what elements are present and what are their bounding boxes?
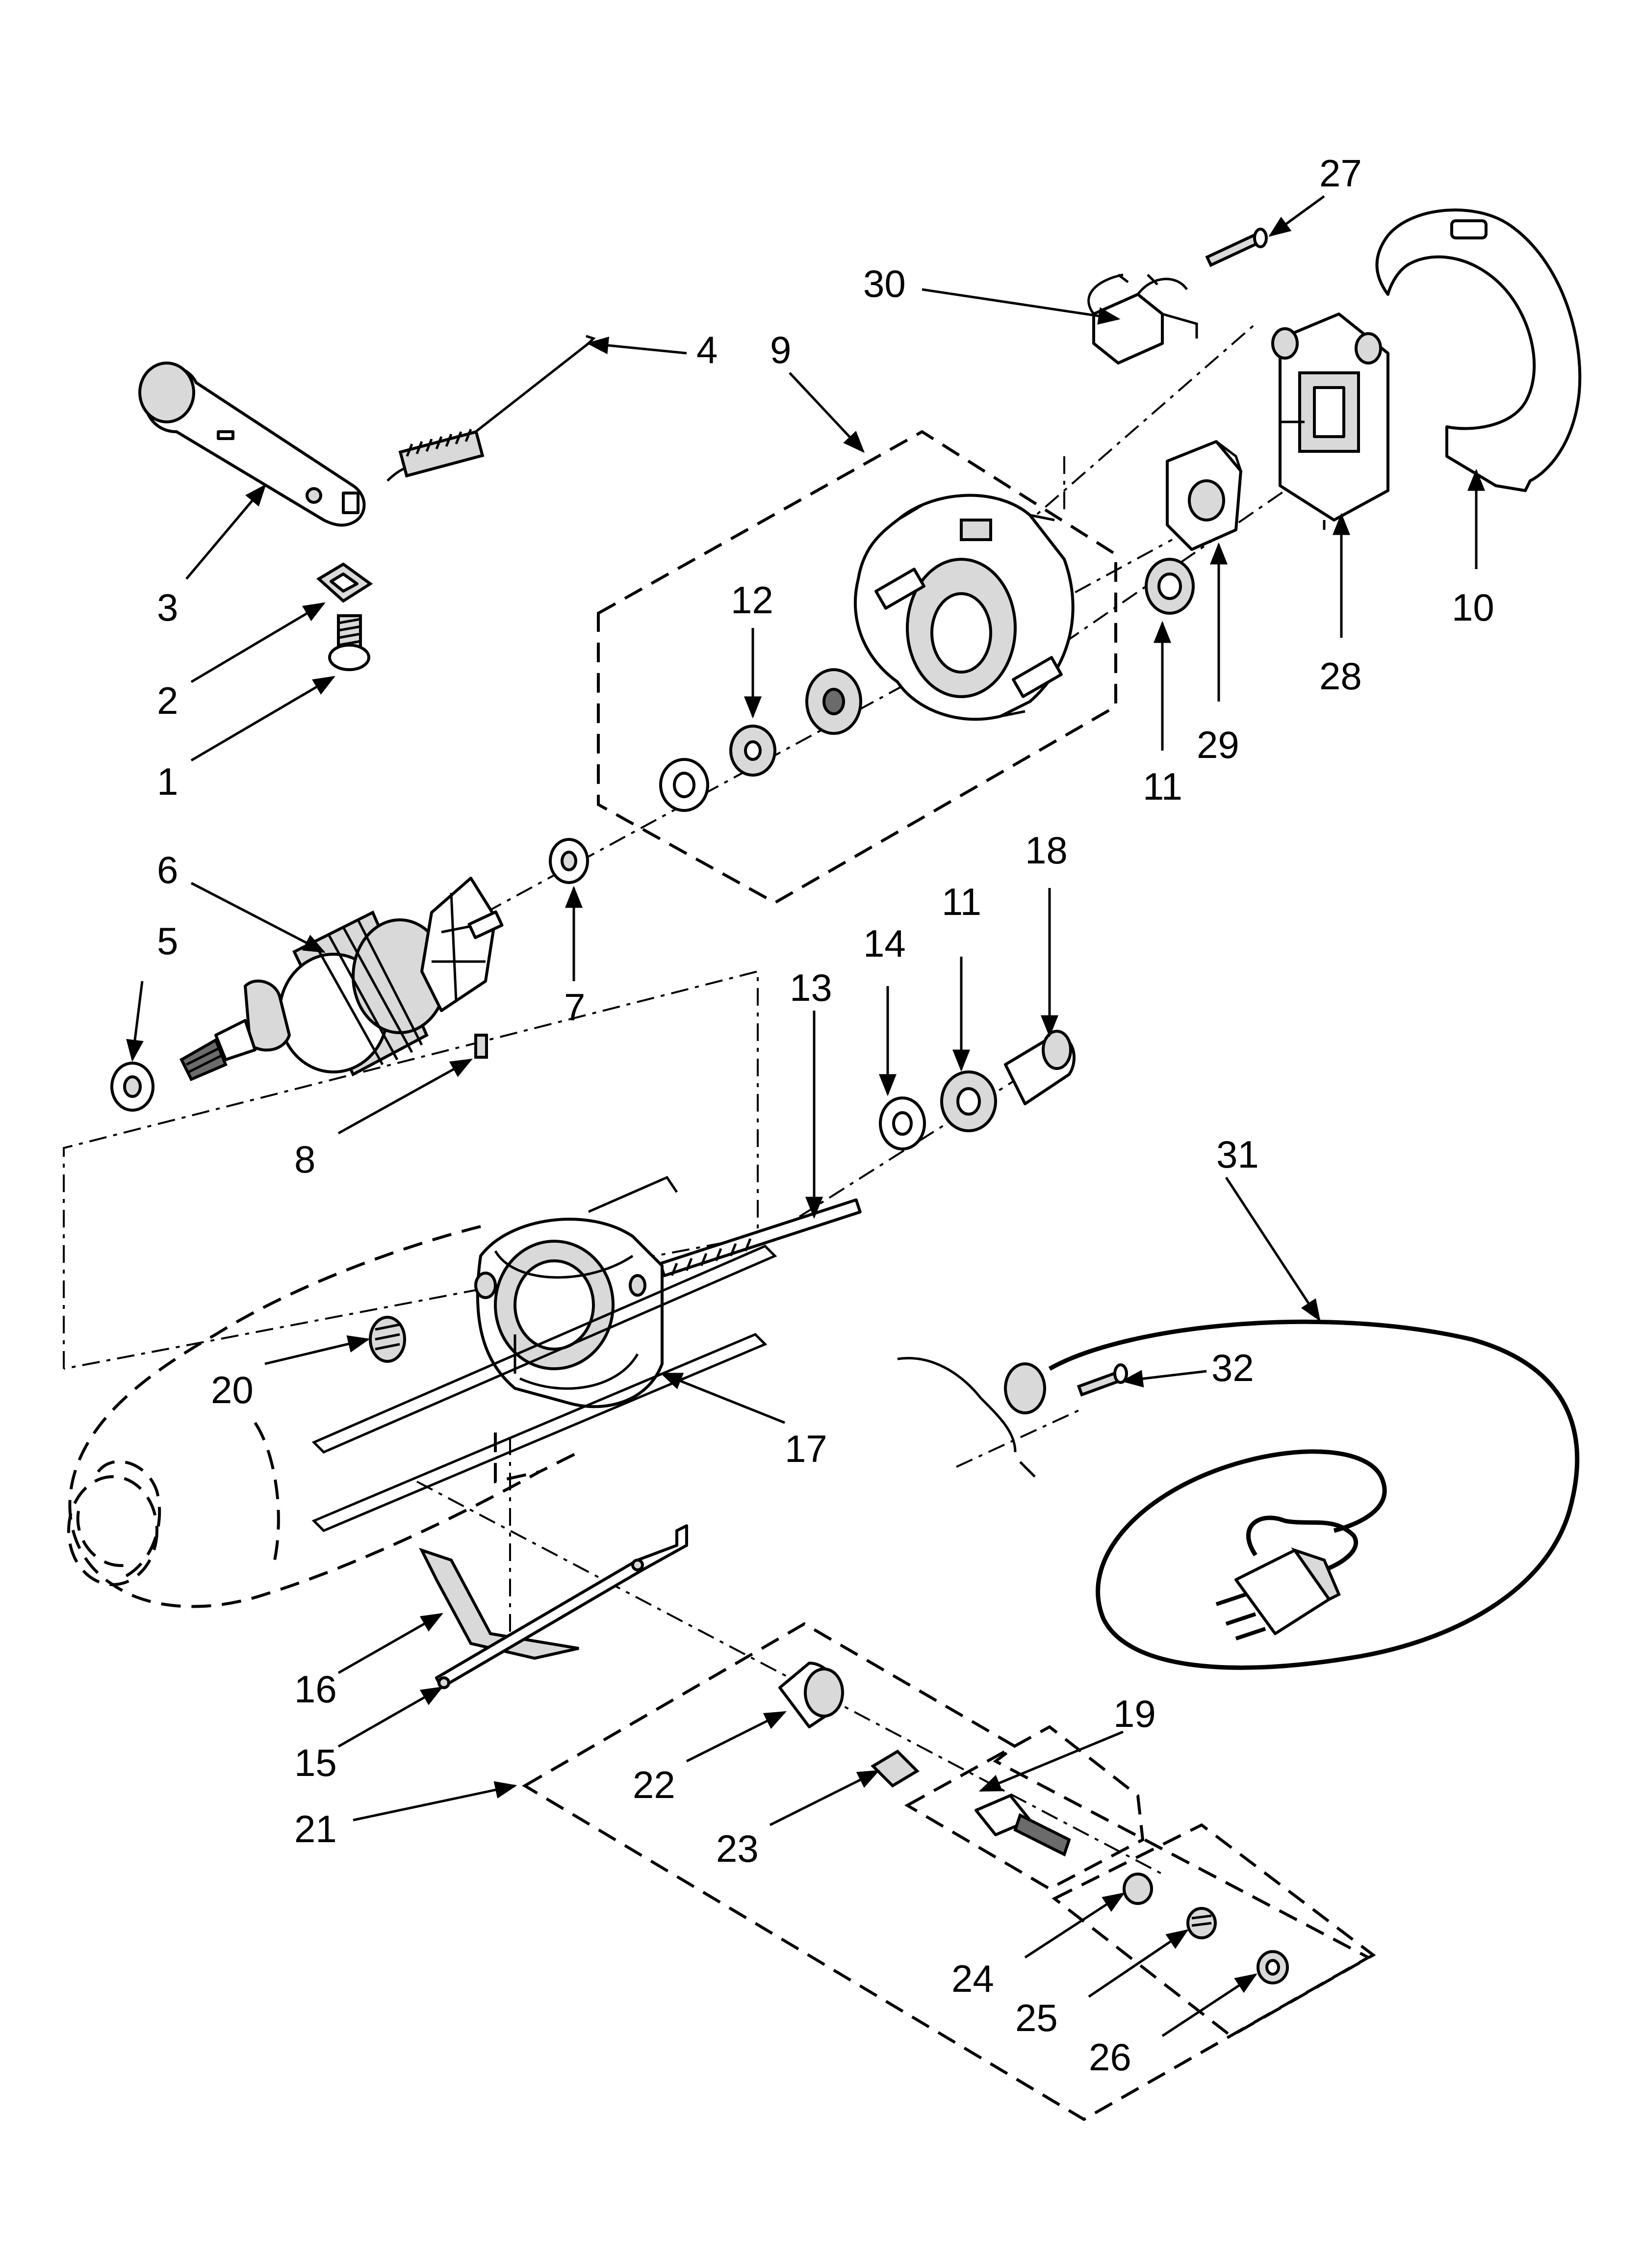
part-9-end-bell (853, 494, 1075, 721)
part-3-lever (138, 362, 366, 527)
part-26-cap (1257, 1950, 1289, 1984)
callout-8: 8 (294, 1138, 315, 1181)
callout-labels: 1 2 3 4 5 6 7 8 9 10 11 11 12 13 14 15 1… (157, 152, 1494, 2079)
assembly-21-boundary (522, 1622, 1372, 2121)
alignment-lines (416, 323, 1286, 1875)
part-5-washer (110, 1062, 154, 1112)
part-19-spring (975, 1794, 1071, 1857)
callout-21: 21 (294, 1807, 337, 1851)
part-20-bushing (369, 1316, 406, 1363)
part-31-power-cord (1048, 1319, 1580, 1670)
callout-15: 15 (294, 1741, 337, 1784)
part-4-spring (386, 335, 596, 482)
callout-14: 14 (863, 922, 906, 965)
part-18-sleeve (1004, 1030, 1076, 1105)
part-25-spring (1186, 1907, 1217, 1939)
part-22-sleeve (778, 1662, 844, 1728)
bearing-9 (805, 668, 862, 735)
part-28-control-plate (1271, 313, 1389, 530)
part-13-rod (659, 1198, 862, 1277)
callout-26: 26 (1089, 2035, 1131, 2079)
callout-7: 7 (564, 986, 585, 1029)
callout-18: 18 (1025, 829, 1068, 872)
cord-strain-relief (897, 1357, 1046, 1478)
part-6-armature (180, 877, 504, 1081)
callout-22: 22 (633, 1763, 675, 1806)
callout-16: 16 (294, 1668, 337, 1711)
callout-5: 5 (157, 919, 178, 963)
callout-10: 10 (1452, 586, 1494, 629)
callout-2: 2 (157, 679, 178, 722)
callout-28: 28 (1319, 654, 1362, 698)
callout-20: 20 (211, 1368, 254, 1411)
callout-25: 25 (1015, 1996, 1058, 2039)
callout-32: 32 (1211, 1346, 1254, 1389)
callout-30: 30 (863, 262, 906, 305)
stator-brackets (311, 1175, 777, 1532)
callout-23: 23 (716, 1827, 759, 1870)
part-24-cap (1123, 1873, 1153, 1905)
callout-3: 3 (157, 586, 178, 629)
part-12-washer (729, 725, 776, 777)
part-32-screw (1077, 1363, 1128, 1397)
callout-27: 27 (1319, 152, 1362, 195)
callout-17: 17 (785, 1427, 827, 1470)
part-7-washer (549, 838, 589, 884)
star-washer-9 (659, 758, 709, 812)
assembly-24-26-boundary (1052, 1823, 1376, 2038)
part-8-pin (474, 1034, 488, 1059)
part-23-brush (871, 1749, 920, 1788)
leader-arrows (126, 195, 1485, 2037)
part-14-star-washer (879, 1096, 926, 1150)
part-11-lower-bearing (940, 1070, 997, 1132)
assembly-19-boundary (904, 1725, 1145, 1891)
part-11-upper-bearing (1145, 558, 1195, 615)
callout-13: 13 (790, 966, 832, 1009)
callout-11-upper: 11 (1143, 765, 1182, 808)
callout-29: 29 (1197, 723, 1239, 766)
part-27-screw (1205, 228, 1268, 267)
assembly-9-boundary (597, 430, 1117, 905)
part-1-screw (328, 614, 370, 671)
callout-4: 4 (696, 328, 718, 371)
part-16-bracket (419, 1547, 579, 1660)
callout-1: 1 (157, 760, 178, 803)
part-10-cover (1375, 209, 1582, 492)
callout-19: 19 (1113, 1692, 1156, 1735)
part-29-holder (1166, 440, 1242, 551)
callout-6: 6 (157, 848, 178, 891)
part-30-terminal-block (1087, 273, 1198, 365)
motor-housing-ghost (67, 1225, 580, 1608)
callout-12: 12 (731, 578, 773, 622)
callout-11-lower: 11 (942, 880, 981, 923)
callout-31: 31 (1216, 1133, 1259, 1176)
part-17-stator (474, 1218, 664, 1408)
part-2-washer-hole (330, 573, 359, 593)
callout-9: 9 (770, 328, 791, 371)
part-15-bar (435, 1524, 688, 1689)
callout-24: 24 (951, 1957, 994, 2000)
